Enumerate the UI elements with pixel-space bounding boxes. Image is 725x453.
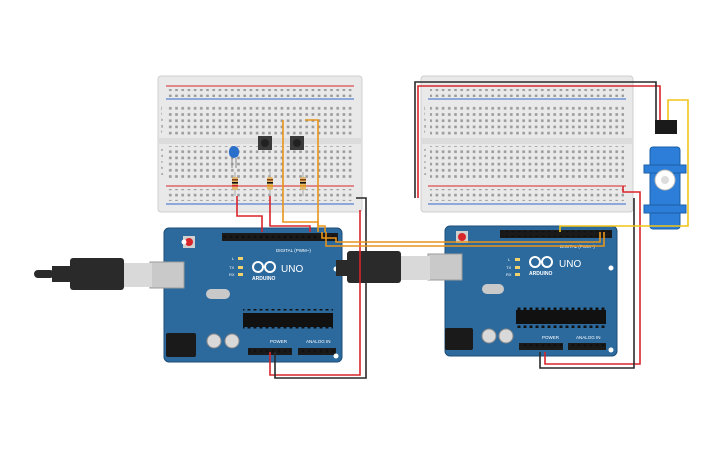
reset-button[interactable] — [185, 238, 193, 246]
row-label: c — [161, 159, 163, 164]
row-label: j — [160, 105, 162, 110]
power-header-label: POWER — [270, 339, 288, 344]
row-label: e — [161, 147, 164, 152]
brand-label: ARDUINO — [529, 271, 552, 277]
breadboard-right: j i h g f e d c b a — [420, 75, 634, 213]
row-label: d — [424, 153, 426, 158]
row-label: b — [424, 165, 427, 170]
led[interactable] — [229, 146, 239, 168]
row-label: a — [161, 171, 164, 176]
crystal — [482, 284, 504, 294]
led-label: RX — [229, 272, 235, 277]
row-label: g — [424, 123, 426, 128]
model-label: UNO — [281, 264, 303, 275]
power-header-label: POWER — [542, 335, 560, 340]
row-label: h — [424, 117, 426, 122]
usb-port — [427, 253, 463, 281]
led-label: TX — [506, 265, 511, 270]
row-label: i — [424, 111, 425, 116]
model-label: UNO — [559, 259, 581, 270]
reset-button[interactable] — [458, 233, 466, 241]
row-label: e — [424, 147, 427, 152]
pushbutton-1[interactable] — [258, 136, 272, 150]
analog-header-label: ANALOG IN — [306, 339, 331, 344]
row-label: a — [424, 171, 427, 176]
breadboard-left: j i h g f e d c b a — [157, 75, 363, 213]
row-label: b — [161, 165, 164, 170]
arduino-uno-right[interactable]: DIGITAL (PWM~) L TX RX ARDUINO UNO POWER… — [427, 225, 618, 357]
servo-motor[interactable] — [643, 120, 687, 230]
wires — [236, 81, 689, 379]
resistor-3[interactable] — [300, 172, 306, 196]
usb-cable-right[interactable] — [336, 251, 430, 283]
crystal — [206, 289, 230, 299]
led-label: RX — [506, 272, 512, 277]
usb-cable-left[interactable] — [34, 258, 152, 290]
led-label: TX — [229, 265, 234, 270]
arduino-logo — [529, 256, 553, 268]
led-label: L — [508, 257, 511, 262]
row-label: d — [161, 153, 163, 158]
led-label: L — [232, 256, 235, 261]
arduino-logo — [252, 261, 276, 273]
row-label: h — [161, 117, 163, 122]
servo-connector — [655, 120, 677, 134]
resistor-2[interactable] — [267, 172, 273, 196]
arduino-uno-left[interactable]: DIGITAL (PWM~) L TX RX ARDUINO UNO — [149, 227, 343, 363]
row-label: f — [161, 129, 163, 134]
microcontroller-chip — [243, 313, 333, 327]
row-label: f — [424, 129, 426, 134]
brand-label: ARDUINO — [252, 276, 275, 282]
row-label: j — [423, 105, 425, 110]
pushbutton-2[interactable] — [290, 136, 304, 150]
power-jack — [166, 333, 196, 357]
power-jack — [445, 328, 473, 350]
digital-header-label: DIGITAL (PWM~) — [276, 248, 311, 253]
analog-header-label: ANALOG IN — [576, 335, 601, 340]
resistor-1[interactable] — [232, 172, 238, 196]
row-label: c — [424, 159, 426, 164]
row-label: i — [161, 111, 162, 116]
row-label: g — [161, 123, 163, 128]
usb-port — [149, 261, 185, 289]
microcontroller-chip — [516, 310, 606, 324]
